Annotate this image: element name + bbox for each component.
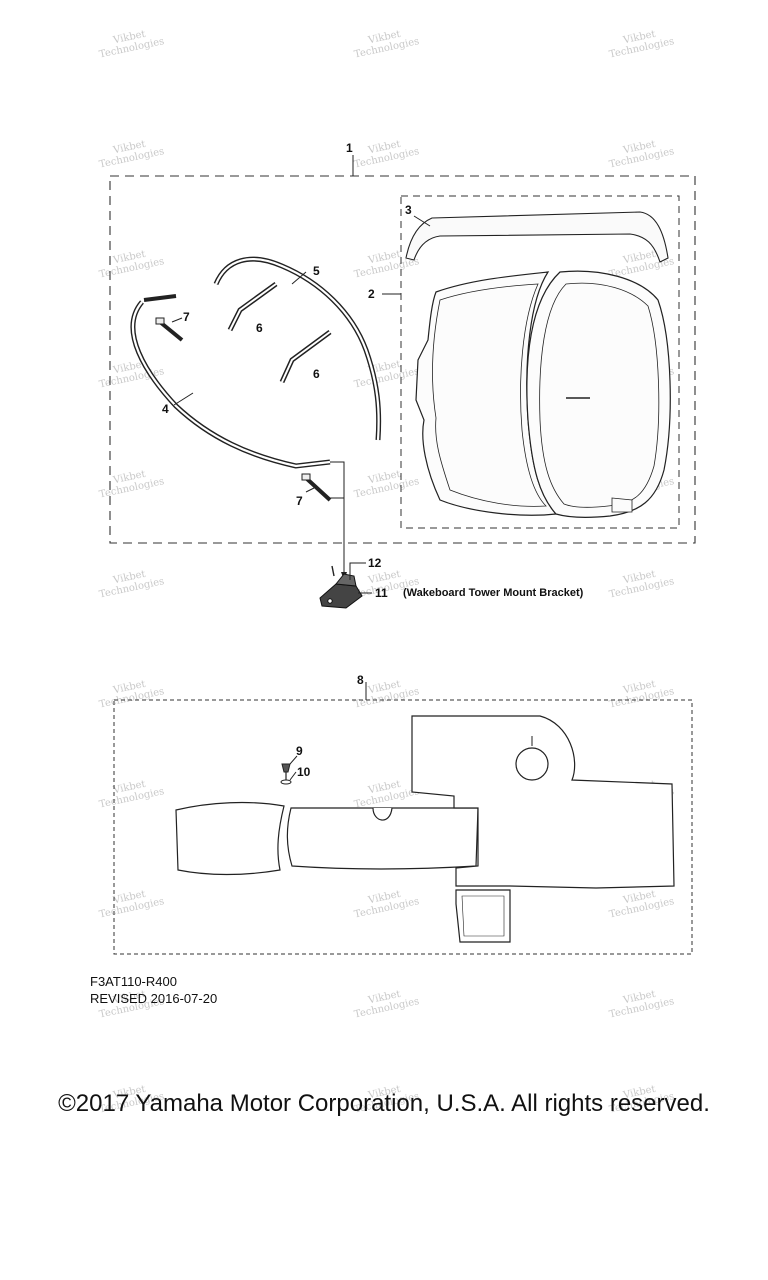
callout-12: 12 <box>368 556 382 570</box>
watermark: VikbetTechnologies <box>96 355 165 390</box>
watermark: VikbetTechnologies <box>606 985 675 1020</box>
watermark: VikbetTechnologies <box>606 675 675 710</box>
callout-9: 9 <box>296 744 303 758</box>
callout-10: 10 <box>297 765 311 779</box>
part-5-bar <box>213 256 382 441</box>
assembly-1-box <box>109 175 696 544</box>
callout-11: 11 <box>375 586 388 600</box>
watermark: VikbetTechnologies <box>96 245 165 280</box>
callout-5: 5 <box>313 264 320 278</box>
diagram-code: F3AT110-R400 <box>90 974 177 989</box>
leader-3 <box>413 215 431 227</box>
copyright-notice: ©2017 Yamaha Motor Corporation, U.S.A. A… <box>58 1090 710 1117</box>
watermark: VikbetTechnologies <box>96 675 165 710</box>
part-8-mat <box>175 715 675 943</box>
callout-2: 2 <box>368 287 375 301</box>
watermark: VikbetTechnologies <box>351 25 420 60</box>
callout-7b: 7 <box>296 494 303 508</box>
watermark: VikbetTechnologies <box>96 565 165 600</box>
callout-7a: 7 <box>183 310 190 324</box>
watermark: VikbetTechnologies <box>606 885 675 920</box>
part-7-fitting <box>155 317 332 502</box>
watermark: VikbetTechnologies <box>606 135 675 170</box>
leader-5 <box>291 271 307 285</box>
watermark: VikbetTechnologies <box>96 465 165 500</box>
callout-6b: 6 <box>313 367 320 381</box>
revision-date: REVISED 2016-07-20 <box>90 991 218 1006</box>
callout-6a: 6 <box>256 321 263 335</box>
watermark: VikbetTechnologies <box>606 565 675 600</box>
watermark: VikbetTechnologies <box>351 775 420 810</box>
watermark: VikbetTechnologies <box>351 135 420 170</box>
leader-10 <box>289 771 297 781</box>
part-12-screw <box>331 565 335 577</box>
leader-7a <box>171 317 183 323</box>
watermark: VikbetTechnologies <box>96 885 165 920</box>
callout-1: 1 <box>346 141 353 155</box>
leader-7b <box>305 487 315 493</box>
assembly-2-box <box>400 195 680 529</box>
part-9-10-fastener <box>280 763 292 785</box>
callout-4: 4 <box>162 402 169 416</box>
watermark: VikbetTechnologies <box>351 355 420 390</box>
part-2-cushion <box>415 270 671 518</box>
watermark: VikbetTechnologies <box>351 985 420 1020</box>
watermark: VikbetTechnologies <box>351 885 420 920</box>
bracket-connector <box>330 461 345 499</box>
leader-9 <box>289 755 298 765</box>
watermark: VikbetTechnologies <box>96 135 165 170</box>
watermark: VikbetTechnologies <box>351 465 420 500</box>
callout-8: 8 <box>357 673 364 687</box>
leader-12 <box>349 562 366 580</box>
assembly-8-box <box>113 699 693 955</box>
part-6-posts <box>227 281 332 384</box>
leader-4 <box>173 392 194 406</box>
callout-3: 3 <box>405 203 412 217</box>
bracket-note: (Wakeboard Tower Mount Bracket) <box>403 587 584 599</box>
watermark: VikbetTechnologies <box>96 775 165 810</box>
watermark: VikbetTechnologies <box>96 25 165 60</box>
part-11-bracket <box>319 573 363 609</box>
watermark: VikbetTechnologies <box>606 25 675 60</box>
